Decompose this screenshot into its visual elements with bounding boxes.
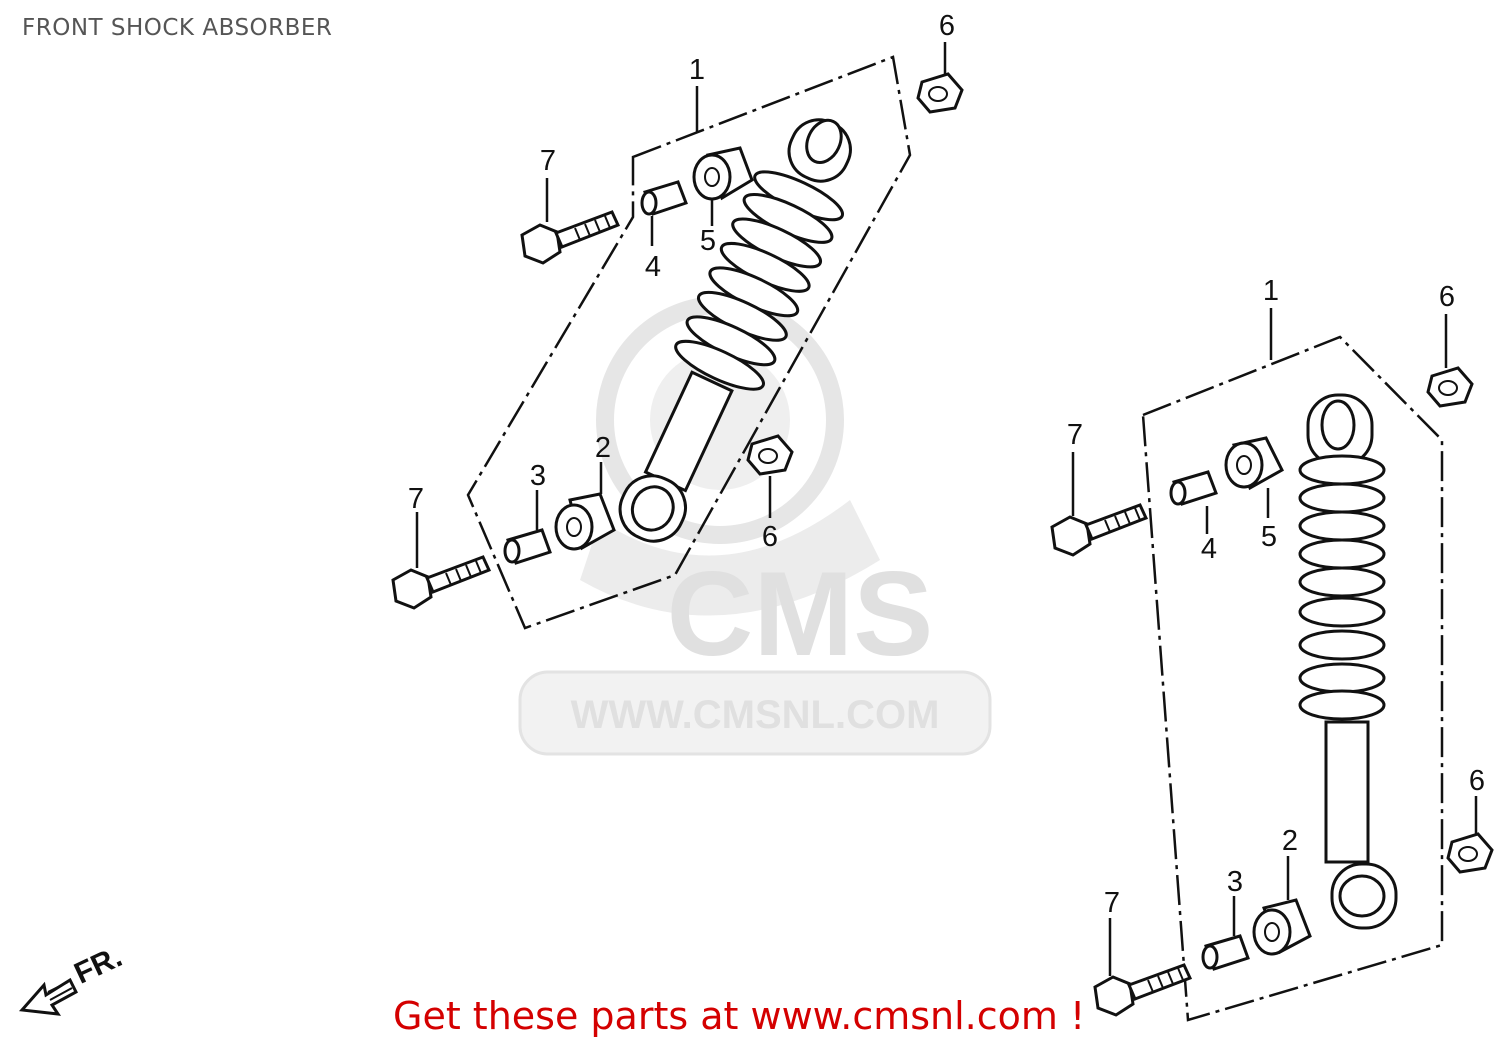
left-shock-spring [674,170,845,391]
left-bolt-7-top [520,210,621,265]
footer-link[interactable]: Get these parts at www.cmsnl.com ! [393,994,1086,1038]
left-callout-2: 2 [595,432,611,464]
right-callout-2: 2 [1282,825,1298,857]
page-title: FRONT SHOCK ABSORBER [22,15,333,41]
right-shock-assembly: 1 6 7 5 4 6 2 3 7 [1050,275,1494,1022]
right-callout-6-bottom: 6 [1469,765,1485,797]
right-nut-6-bottom [1446,832,1494,874]
left-callout-6-top: 6 [939,10,955,42]
watermark-logo: CMS [667,547,934,681]
right-bolt-7-top [1050,503,1149,557]
right-callout-6-top: 6 [1439,281,1455,313]
left-shock-assembly: 1 6 7 5 4 2 3 6 7 [391,10,964,630]
left-collar-5 [692,146,754,201]
right-nut-6-top [1426,366,1474,408]
right-callout-5: 5 [1261,521,1277,553]
right-callout-1: 1 [1263,275,1279,307]
left-callout-7-top: 7 [540,145,556,177]
left-callout-3: 3 [530,460,546,492]
right-assembly-boundary [1141,335,1444,1022]
front-direction-label: FR. [69,940,127,990]
left-callout-5: 5 [700,225,716,257]
right-callout-3: 3 [1227,866,1243,898]
left-callout-1: 1 [689,54,705,86]
left-shock-absorber [618,118,852,543]
right-callout-4: 4 [1201,533,1217,565]
left-callout-6-mid: 6 [762,521,778,553]
right-shock-absorber [1298,393,1398,930]
right-callout-7-top: 7 [1067,419,1083,451]
right-bolt-7-bottom [1093,963,1193,1017]
left-nut-6-top [916,72,964,114]
right-shock-spring [1298,454,1386,721]
left-assembly-boundary [466,55,912,630]
front-direction-arrow: FR. [18,940,127,1016]
watermark-url: WWW.CMSNL.COM [571,693,940,737]
right-callout-7-bottom: 7 [1104,887,1120,919]
left-bush-3 [503,528,552,565]
left-nut-6-mid [746,434,794,476]
right-bush-4 [1169,470,1218,506]
left-callout-4: 4 [645,251,661,283]
left-callout-7-bottom: 7 [408,483,424,515]
right-collar-5 [1224,436,1284,491]
right-collar-2 [1252,898,1312,956]
right-bush-3 [1201,934,1250,971]
left-bush-4 [640,180,688,216]
left-collar-2 [554,492,616,551]
left-bolt-7-bottom [391,555,492,610]
